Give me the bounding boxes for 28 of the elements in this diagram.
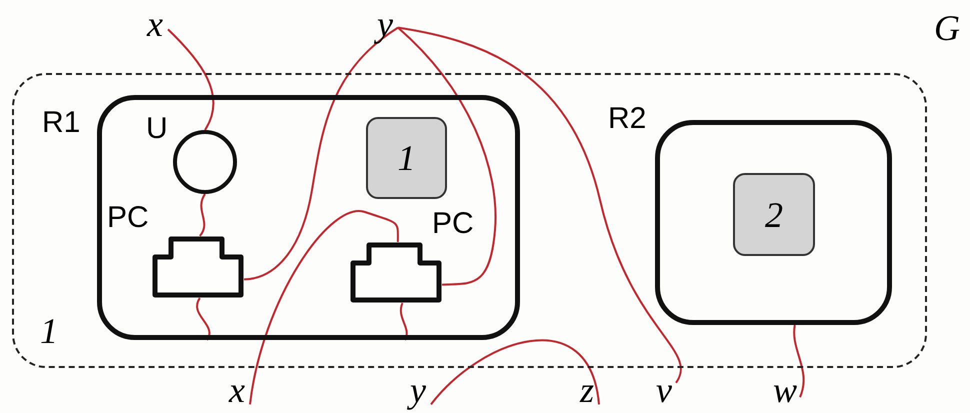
link-line [199, 194, 206, 237]
link-name-label: y [405, 372, 431, 408]
site-number: 1 [398, 140, 416, 176]
site-box [733, 173, 815, 256]
link-name-label: v [652, 372, 676, 408]
node-label: R1 [42, 108, 80, 138]
link-name-label: y [372, 6, 398, 42]
link-name-label: w [770, 372, 800, 408]
link-line [167, 28, 214, 130]
node-label: U [146, 114, 168, 144]
link-line [398, 26, 682, 384]
node-label: PC [107, 203, 149, 233]
link-line [793, 324, 805, 398]
link-line [196, 298, 210, 340]
link-name-label: z [575, 372, 599, 408]
link-name-label: x [142, 6, 168, 42]
site-box [366, 117, 447, 199]
node-label: PC [432, 209, 474, 239]
link-line [244, 26, 399, 280]
link-line [430, 339, 600, 406]
region-number: 1 [40, 313, 58, 349]
link-name-label: x [224, 372, 250, 408]
link-line [397, 26, 496, 286]
site-number: 2 [765, 196, 783, 232]
node-label: R2 [608, 104, 646, 134]
link-line [400, 302, 408, 340]
link-line [249, 210, 399, 405]
graph-name: G [934, 10, 960, 46]
